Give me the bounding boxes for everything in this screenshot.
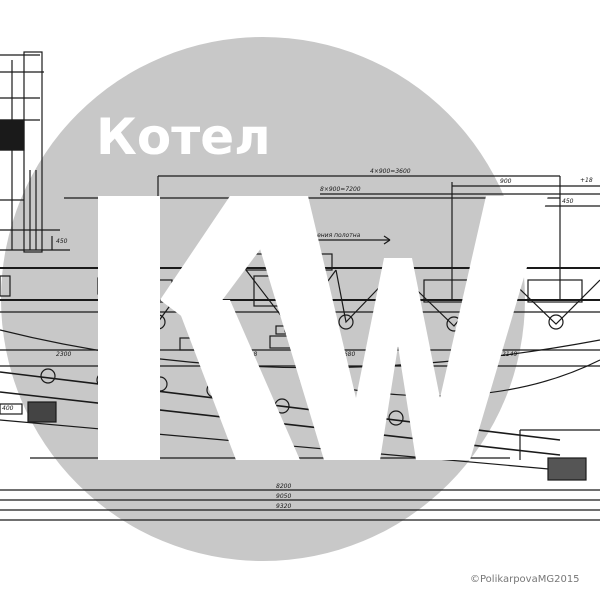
kw-monogram (98, 196, 548, 460)
dim-left-2300: 2300 (56, 351, 71, 358)
left-tower (23, 51, 43, 253)
dim-top-900: 900 (500, 178, 512, 185)
dim-left-vertical: 400 (2, 405, 14, 412)
dim-top-chain: 4×900=3600 (370, 168, 411, 175)
dim-top-second: 8×900=7200 (320, 186, 361, 193)
dim-small-450: 450 (56, 238, 68, 245)
dim-total-8200: 8200 (276, 483, 291, 490)
dim-top-450: 450 (562, 198, 574, 205)
dim-mid-2149: 2149 (502, 351, 517, 358)
dim-total-9320: 9320 (276, 503, 291, 510)
logo-title: Котел (96, 108, 271, 166)
copyright-watermark: ©PolikarpovaMG2015 (470, 574, 580, 585)
dim-mid-1680: 1680 (340, 351, 355, 358)
dim-total-9050: 9050 (276, 493, 291, 500)
dim-top-plus18: +18 (580, 177, 593, 184)
